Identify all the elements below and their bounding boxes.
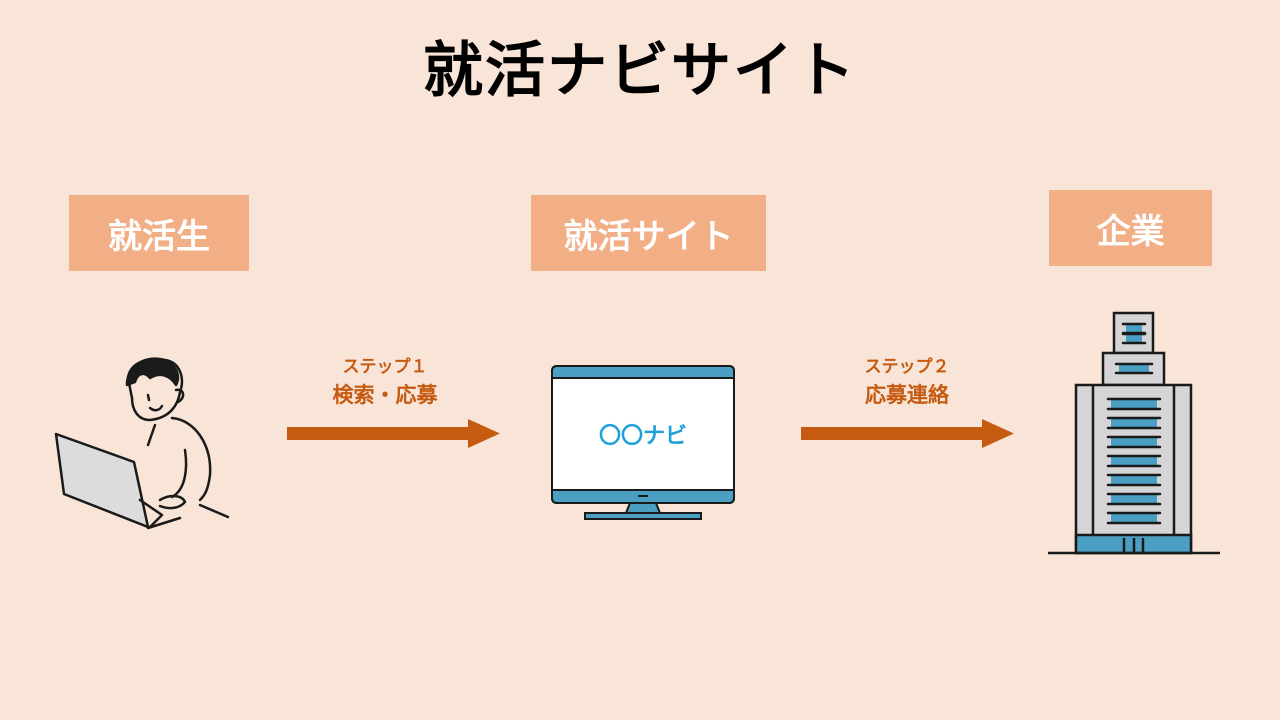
building-window xyxy=(1126,334,1142,343)
monitor-icon xyxy=(551,365,735,520)
step2-action: 応募連絡 xyxy=(865,383,949,407)
step2-caption: ステップ２ 応募連絡 xyxy=(822,352,992,409)
building-icon xyxy=(1048,311,1220,555)
step1-label: ステップ１ xyxy=(342,357,428,377)
label-company: 企業 xyxy=(1049,190,1212,266)
arrow-step1 xyxy=(287,419,500,448)
building-window xyxy=(1111,513,1157,523)
label-site: 就活サイト xyxy=(531,195,766,271)
building-window xyxy=(1119,364,1149,373)
monitor-site-name: 〇〇ナビ xyxy=(598,424,687,449)
building-window xyxy=(1111,437,1157,447)
step2-label: ステップ２ xyxy=(864,357,950,377)
step1-action: 検索・応募 xyxy=(332,383,438,407)
building-window xyxy=(1126,324,1142,333)
student-laptop-icon xyxy=(54,357,230,530)
page-title: 就活ナビサイト xyxy=(423,36,857,106)
step1-caption: ステップ１ 検索・応募 xyxy=(300,352,470,409)
building-window xyxy=(1111,456,1157,466)
building-window xyxy=(1111,418,1157,428)
building-window xyxy=(1111,475,1157,485)
label-student: 就活生 xyxy=(69,195,249,271)
arrow-step2 xyxy=(801,419,1014,448)
building-window xyxy=(1111,399,1157,409)
building-window xyxy=(1111,494,1157,504)
building-windows xyxy=(1106,322,1162,525)
